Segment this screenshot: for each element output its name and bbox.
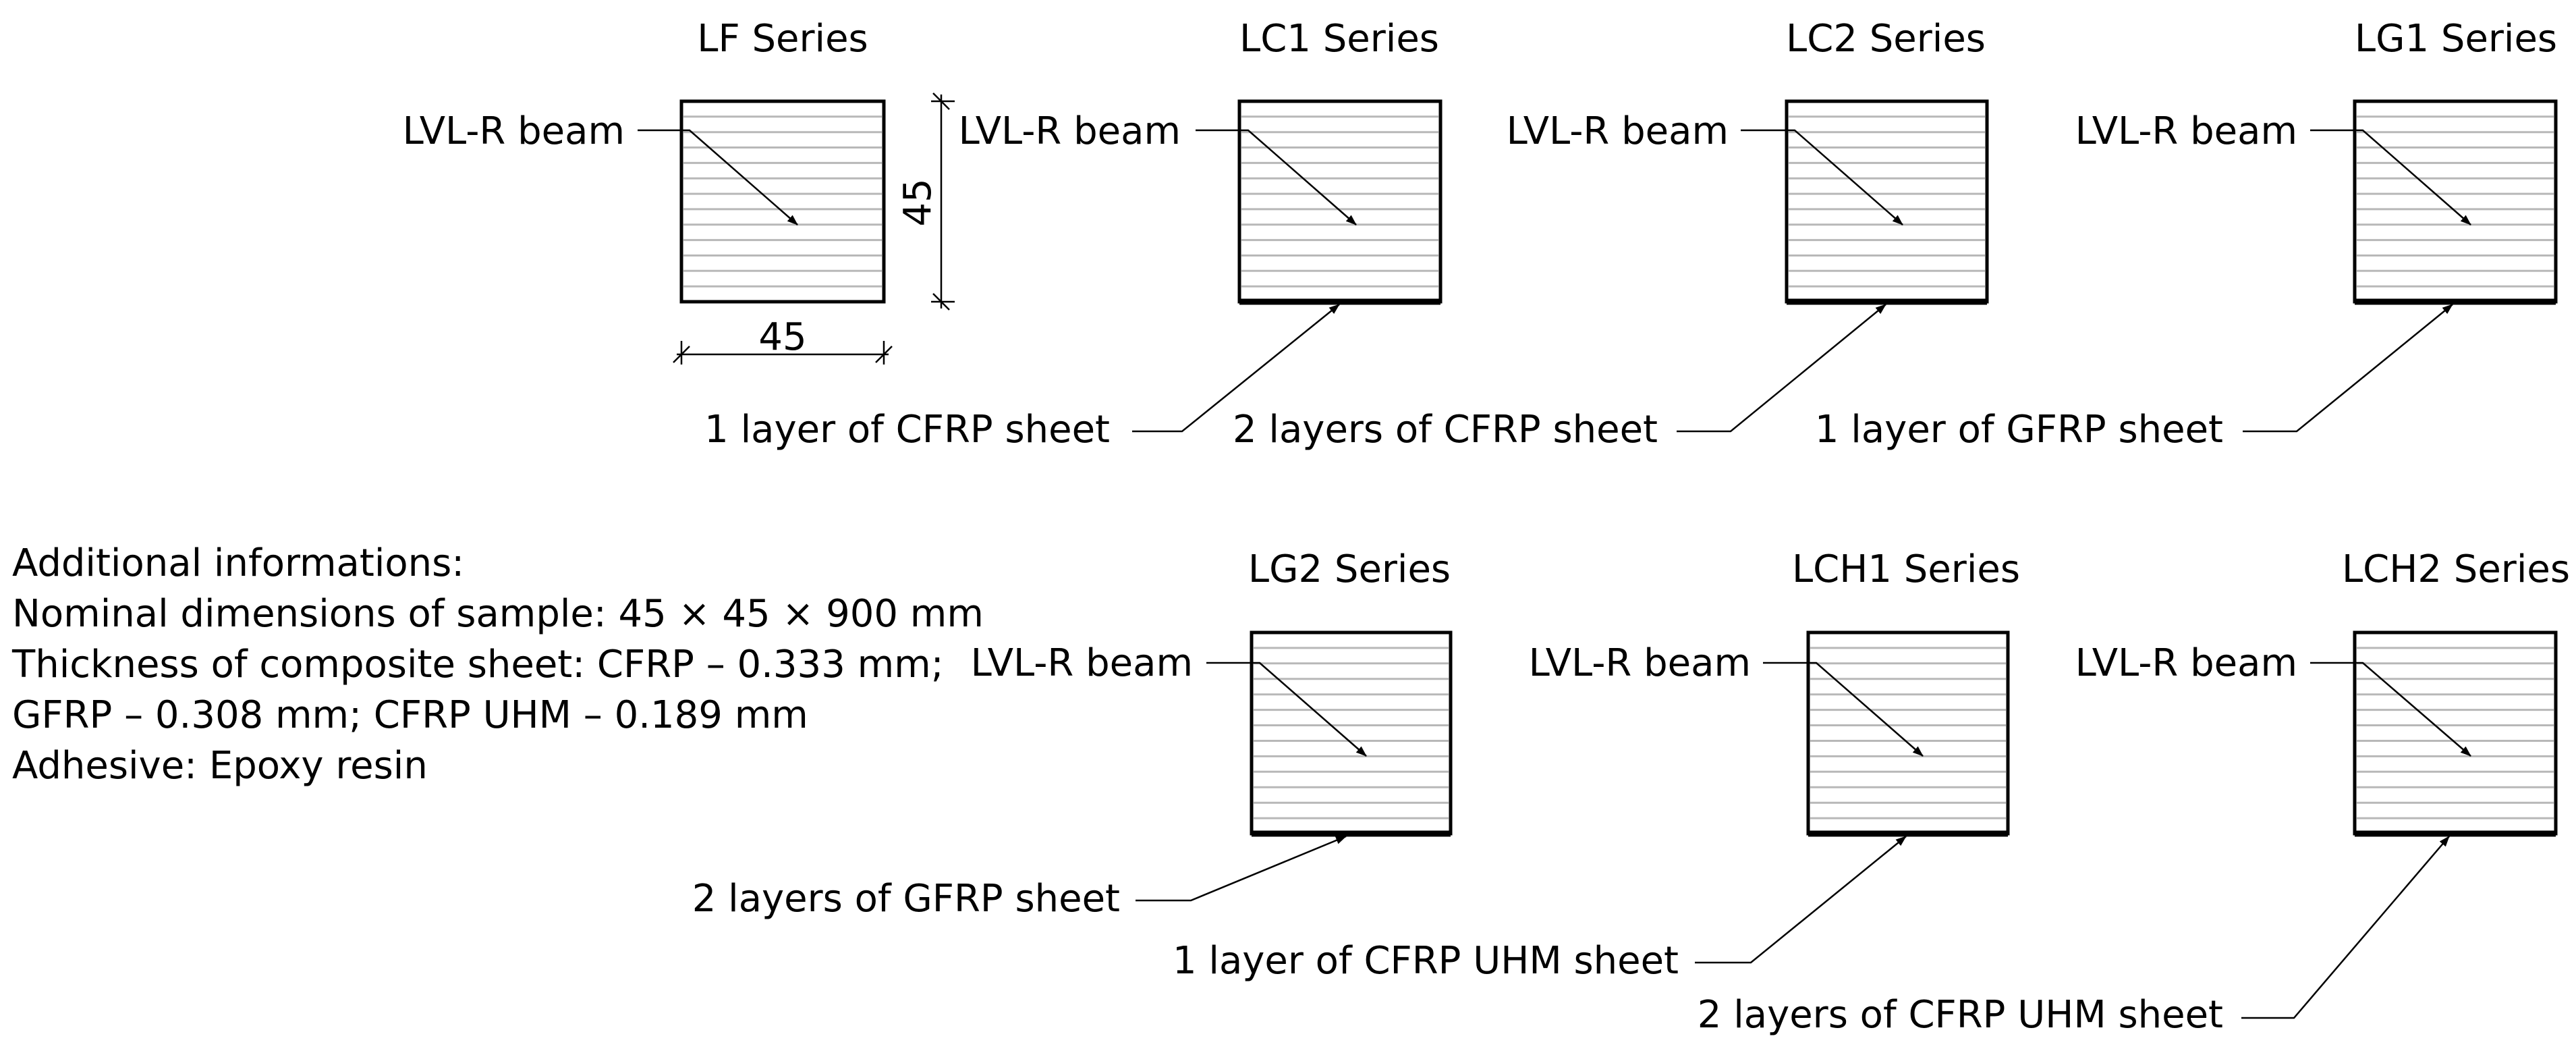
sheet-label: 1 layer of GFRP sheet	[1815, 408, 2223, 452]
beam-callout-lc2: LVL-R beam	[1507, 109, 1903, 225]
notes-adhesive: Adhesive: Epoxy resin	[12, 744, 428, 788]
sheet-callout-lg2: 2 layers of GFRP sheet	[692, 835, 1347, 921]
beam-callout-lch2: LVL-R beam	[2075, 641, 2471, 757]
cross-section-lc2	[1785, 99, 1989, 305]
dimension-height-value: 45	[896, 178, 940, 226]
notes-heading: Additional informations:	[12, 541, 464, 585]
beam-label: LVL-R beam	[2075, 641, 2297, 685]
notes-dimensions: Nominal dimensions of sample: 45 × 45 × …	[12, 592, 984, 636]
notes-thickness-1: Thickness of composite sheet: CFRP – 0.3…	[11, 643, 944, 686]
additional-notes: Additional informations: Nominal dimensi…	[11, 541, 984, 788]
sheet-label: 2 layers of CFRP sheet	[1233, 408, 1658, 452]
beam-label: LVL-R beam	[2075, 109, 2297, 153]
sheet-label: 2 layers of CFRP UHM sheet	[1698, 993, 2223, 1037]
sheet-callout-lc1: 1 layer of CFRP sheet	[704, 304, 1340, 452]
beam-label: LVL-R beam	[1507, 109, 1729, 153]
dimension-width-value: 45	[758, 315, 806, 359]
beam-callout-lg2: LVL-R beam	[971, 641, 1367, 757]
sheet-label: 1 layer of CFRP UHM sheet	[1173, 939, 1679, 983]
beam-callout-lg1: LVL-R beam	[2075, 109, 2471, 225]
title-lch1-series: LCH1 Series	[1792, 547, 2020, 591]
title-lch2-series: LCH2 Series	[2342, 547, 2570, 591]
cross-section-lch1	[1806, 630, 2010, 837]
dimension-width: 45	[673, 315, 893, 365]
beam-callout-lf: LVL-R beam	[403, 109, 798, 225]
dimension-height: 45	[896, 92, 955, 311]
title-lg1-series: LG1 Series	[2355, 17, 2557, 61]
beam-label: LVL-R beam	[971, 641, 1193, 685]
cross-section-lc1	[1237, 99, 1443, 305]
cross-section-lg2	[1250, 630, 1453, 837]
beam-callout-lch1: LVL-R beam	[1529, 641, 1924, 757]
cross-section-lg1	[2353, 99, 2558, 305]
cross-section-lf	[679, 99, 886, 304]
sheet-label: 2 layers of GFRP sheet	[692, 877, 1120, 921]
sheet-callout-lg1: 1 layer of GFRP sheet	[1815, 304, 2453, 452]
sheet-label: 1 layer of CFRP sheet	[704, 408, 1110, 452]
notes-thickness-2: GFRP – 0.308 mm; CFRP UHM – 0.189 mm	[12, 693, 808, 737]
cross-section-lch2	[2353, 630, 2558, 837]
title-lc1-series: LC1 Series	[1239, 17, 1439, 61]
sheet-callout-lch1: 1 layer of CFRP UHM sheet	[1173, 836, 1907, 983]
title-lg2-series: LG2 Series	[1248, 547, 1451, 591]
beam-callout-lc1: LVL-R beam	[959, 109, 1357, 225]
beam-label: LVL-R beam	[959, 109, 1181, 153]
sheet-callout-lch2: 2 layers of CFRP UHM sheet	[1698, 836, 2450, 1037]
title-lf-series: LF Series	[697, 17, 868, 61]
title-lc2-series: LC2 Series	[1786, 17, 1986, 61]
sheet-callout-lc2: 2 layers of CFRP sheet	[1233, 304, 1886, 452]
beam-label: LVL-R beam	[403, 109, 625, 153]
beam-label: LVL-R beam	[1529, 641, 1751, 685]
